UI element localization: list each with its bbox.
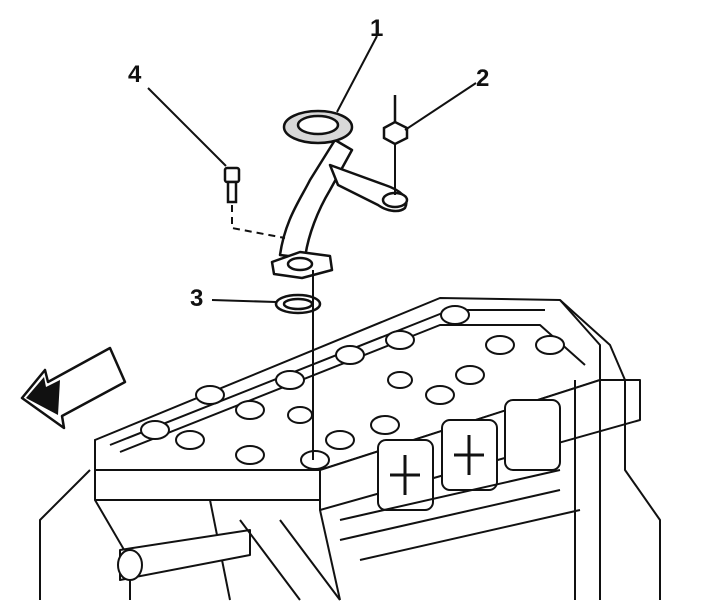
- nut: [382, 95, 409, 146]
- callout-leaders: [147, 35, 477, 303]
- callout-4: 4: [128, 61, 142, 88]
- callout-3: 3: [190, 285, 203, 312]
- alignment-lines: [231, 144, 396, 460]
- oil-fill-tube: [270, 109, 409, 280]
- front-direction-arrow-icon: [20, 346, 127, 430]
- callout-1: 1: [370, 15, 383, 42]
- bolt: [223, 166, 241, 204]
- head-bolts: [140, 305, 565, 470]
- engine-block: [39, 297, 661, 601]
- callout-2: 2: [476, 65, 489, 92]
